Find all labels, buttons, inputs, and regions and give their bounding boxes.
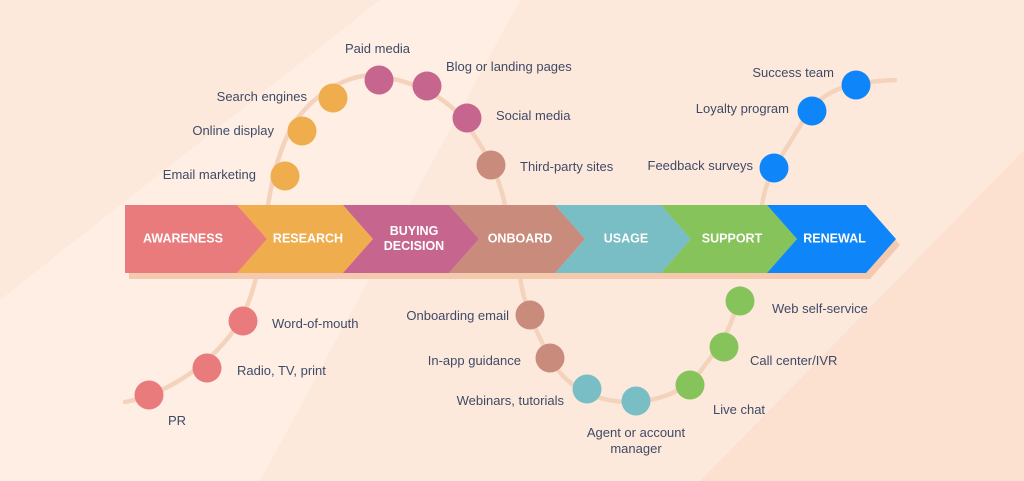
touchpoint-label-in-app-guidance: In-app guidance <box>428 353 521 368</box>
touchpoint-dot-success-team <box>841 70 871 100</box>
touchpoint-dot-onboarding-email <box>515 300 545 330</box>
stage-support: SUPPORT <box>661 205 797 273</box>
touchpoint-dot-search-engines <box>318 83 348 113</box>
touchpoint-label-third-party-sites: Third-party sites <box>520 159 614 174</box>
stage-chevron-renewal <box>767 205 896 273</box>
touchpoint-label-feedback-surveys: Feedback surveys <box>648 158 754 173</box>
touchpoint-dot-email-marketing <box>270 161 300 191</box>
touchpoint-dot-loyalty-program <box>797 96 827 126</box>
stage-awareness: AWARENESS <box>125 205 267 273</box>
touchpoint-dot-radio-tv-print <box>192 353 222 383</box>
touchpoint-label-success-team: Success team <box>752 65 834 80</box>
touchpoint-dot-agent-account-manager <box>621 386 651 416</box>
stage-renewal: RENEWAL <box>767 205 896 273</box>
touchpoint-dot-word-of-mouth <box>228 306 258 336</box>
stage-label-buying-decision: DECISION <box>384 239 444 253</box>
touchpoint-label-web-self-service: Web self-service <box>772 301 868 316</box>
stage-chevron-support <box>661 205 797 273</box>
stage-label-onboard: ONBOARD <box>488 231 553 245</box>
touchpoint-label-agent-account-manager: Agent or account <box>587 425 686 440</box>
touchpoint-dot-paid-media <box>364 65 394 95</box>
touchpoint-label-blog-landing-pages: Blog or landing pages <box>446 59 572 74</box>
stage-chevron-research <box>237 205 373 273</box>
touchpoint-dot-blog-landing-pages <box>412 71 442 101</box>
touchpoint-label-agent-account-manager: manager <box>610 441 662 456</box>
touchpoint-label-email-marketing: Email marketing <box>163 167 256 182</box>
stage-label-usage: USAGE <box>604 231 648 245</box>
stage-usage: USAGE <box>555 205 691 273</box>
touchpoint-dot-call-center-ivr <box>709 332 739 362</box>
touchpoint-dot-third-party-sites <box>476 150 506 180</box>
stage-label-buying-decision: BUYING <box>390 224 439 238</box>
stage-chevron-usage <box>555 205 691 273</box>
touchpoint-labels: PR Radio, TV, print Word-of-mouth Email mar… <box>163 41 868 456</box>
stage-research: RESEARCH <box>237 205 373 273</box>
touchpoint-label-onboarding-email: Onboarding email <box>406 308 509 323</box>
touchpoint-dot-web-self-service <box>725 286 755 316</box>
touchpoint-label-loyalty-program: Loyalty program <box>696 101 789 116</box>
touchpoint-label-webinars-tutorials: Webinars, tutorials <box>457 393 565 408</box>
touchpoint-label-word-of-mouth: Word-of-mouth <box>272 316 358 331</box>
stage-label-research: RESEARCH <box>273 231 343 245</box>
touchpoint-dot-online-display <box>287 116 317 146</box>
stage-label-renewal: RENEWAL <box>803 231 866 245</box>
touchpoint-label-social-media: Social media <box>496 108 571 123</box>
touchpoint-dot-in-app-guidance <box>535 343 565 373</box>
touchpoint-label-search-engines: Search engines <box>217 89 308 104</box>
touchpoint-dot-pr <box>134 380 164 410</box>
touchpoint-label-live-chat: Live chat <box>713 402 765 417</box>
touchpoint-dot-feedback-surveys <box>759 153 789 183</box>
stage-label-support: SUPPORT <box>702 231 763 245</box>
touchpoint-dot-live-chat <box>675 370 705 400</box>
stage-chevron-buying-decision <box>343 205 479 273</box>
stage-chevron-onboard <box>449 205 585 273</box>
touchpoint-label-online-display: Online display <box>192 123 274 138</box>
touchpoint-label-paid-media: Paid media <box>345 41 411 56</box>
touchpoint-dots <box>134 65 871 416</box>
stage-label-awareness: AWARENESS <box>143 231 223 245</box>
stage-chevron-awareness <box>125 205 267 273</box>
touchpoint-dot-webinars-tutorials <box>572 374 602 404</box>
stage-onboard: ONBOARD <box>449 205 585 273</box>
touchpoint-label-call-center-ivr: Call center/IVR <box>750 353 837 368</box>
touchpoint-label-pr: PR <box>168 413 186 428</box>
touchpoint-label-radio-tv-print: Radio, TV, print <box>237 363 326 378</box>
touchpoint-dot-social-media <box>452 103 482 133</box>
